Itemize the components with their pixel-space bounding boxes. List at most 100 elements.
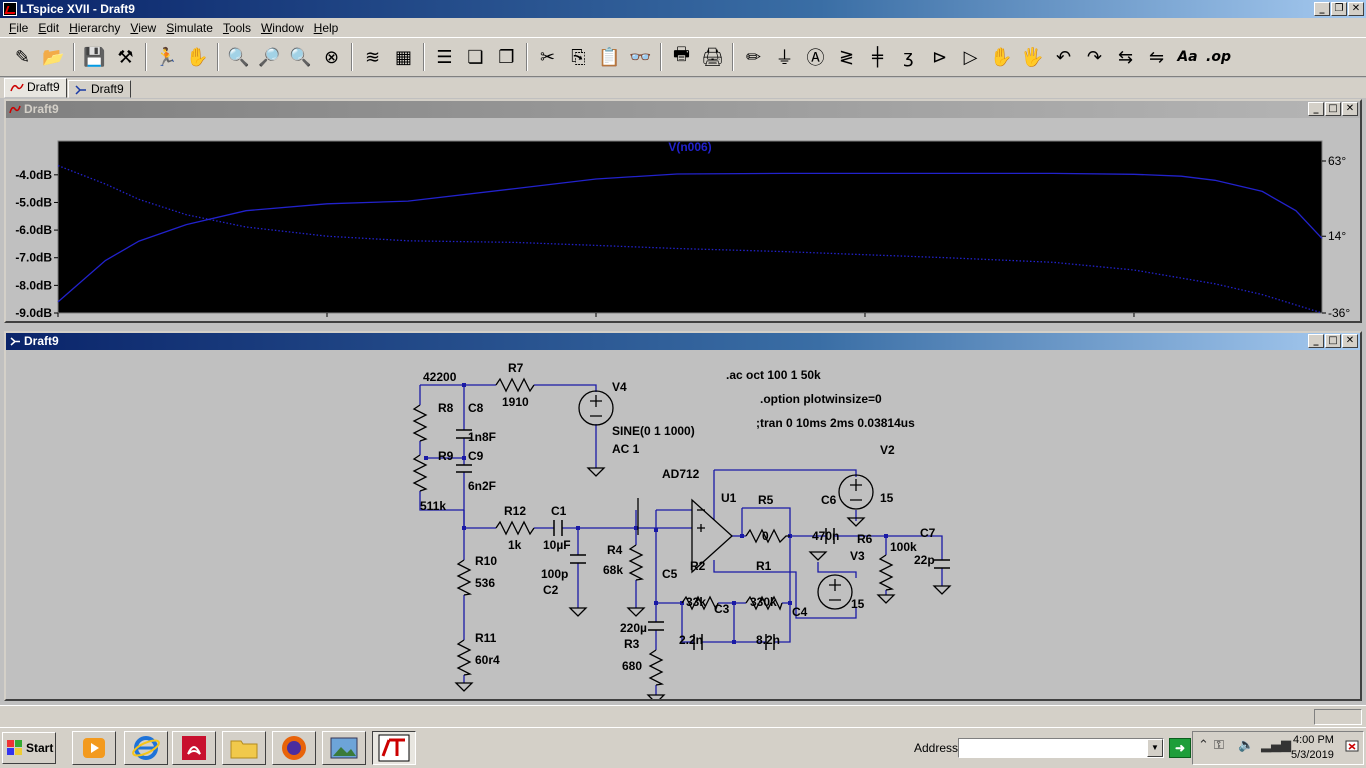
photo-viewer-icon[interactable] bbox=[322, 731, 366, 765]
volume-icon[interactable]: 🔈 bbox=[1238, 738, 1255, 753]
new-schematic-button[interactable]: ✎ bbox=[8, 42, 37, 72]
schematic-maximize-button[interactable]: □ bbox=[1325, 334, 1341, 348]
cut-button[interactable]: ✂ bbox=[533, 42, 562, 72]
menu-file[interactable]: File bbox=[9, 20, 29, 35]
inductor-button[interactable]: ʒ bbox=[894, 42, 923, 72]
y-left-tick-label: -6.0dB bbox=[15, 223, 52, 237]
toolbar-separator bbox=[73, 43, 75, 71]
y-right-tick-label: 14° bbox=[1328, 229, 1346, 243]
circuit-diagram[interactable]: 42200 R7 1910 V4 SINE(0 1 1000) AC 1 R8 … bbox=[6, 350, 1360, 704]
resistor-button[interactable]: ≷ bbox=[832, 42, 861, 72]
address-input[interactable]: ▼ bbox=[958, 738, 1164, 758]
plot-settings-icon: ▦ bbox=[394, 46, 412, 68]
lbl-v4-ac: AC 1 bbox=[612, 442, 640, 456]
lbl-c7-value: 22p bbox=[914, 553, 935, 567]
zoom-fit-button[interactable]: ⊗ bbox=[317, 42, 346, 72]
halt-button[interactable]: ✋ bbox=[183, 42, 212, 72]
clock-time[interactable]: 4:00 PM bbox=[1293, 734, 1334, 746]
clock-date[interactable]: 5/3/2019 bbox=[1291, 749, 1334, 761]
schematic-close-button[interactable]: ✕ bbox=[1342, 334, 1358, 348]
rotate-button[interactable]: ⇆ bbox=[1111, 42, 1140, 72]
bode-plot[interactable]: V(n006)1Hz10Hz100Hz1KHz10KHz-4.0dB-5.0dB… bbox=[6, 118, 1360, 321]
schematic-icon bbox=[10, 337, 20, 346]
ltspice-taskbar-icon[interactable] bbox=[372, 731, 416, 765]
menu-window[interactable]: Window bbox=[260, 20, 304, 35]
app-minimize-button[interactable]: _ bbox=[1314, 2, 1330, 16]
menu-edit[interactable]: Edit bbox=[38, 20, 60, 35]
menu-tools[interactable]: Tools bbox=[222, 20, 251, 35]
label-net-button[interactable]: Ⓐ bbox=[801, 42, 830, 72]
x-tick-label: 1Hz bbox=[55, 320, 76, 321]
drag-button[interactable]: 🖐 bbox=[1018, 42, 1047, 72]
ground-button[interactable]: ⏚ bbox=[770, 42, 799, 72]
label-net-icon: Ⓐ bbox=[806, 48, 825, 69]
capacitor-button[interactable]: ╪ bbox=[863, 42, 892, 72]
open-button[interactable]: 📂 bbox=[39, 42, 68, 72]
waveform-icon bbox=[10, 83, 24, 92]
tab-schematic-draft9[interactable]: Draft9 bbox=[68, 80, 131, 98]
menu-simulate[interactable]: Simulate bbox=[166, 20, 213, 35]
lbl-c9: C9 bbox=[468, 449, 484, 463]
cascade-button[interactable]: ❏ bbox=[461, 42, 490, 72]
zoom-out-button[interactable]: 🔍 bbox=[286, 42, 315, 72]
text-button[interactable]: Aa bbox=[1173, 42, 1202, 72]
schematic-minimize-button[interactable]: _ bbox=[1308, 334, 1324, 348]
move-button[interactable]: ✋ bbox=[987, 42, 1016, 72]
firefox-icon[interactable] bbox=[272, 731, 316, 765]
copy-button[interactable]: ⎘ bbox=[564, 42, 593, 72]
menu-hierarchy[interactable]: Hierarchy bbox=[69, 20, 121, 35]
tile-vertical-button[interactable]: ❐ bbox=[492, 42, 521, 72]
waveform-plot-area[interactable]: V(n006)1Hz10Hz100Hz1KHz10KHz-4.0dB-5.0dB… bbox=[6, 118, 1360, 321]
draw-wire-button[interactable]: ✏ bbox=[739, 42, 768, 72]
lbl-c2: C2 bbox=[543, 583, 559, 597]
tab-waveform-draft9[interactable]: Draft9 bbox=[4, 78, 67, 98]
trace-magnitude bbox=[57, 172, 1323, 303]
zoom-in-button[interactable]: 🔍 bbox=[224, 42, 253, 72]
lbl-r3: R3 bbox=[624, 637, 640, 651]
zoom-area-button[interactable]: 🔎 bbox=[255, 42, 284, 72]
toolbar-separator bbox=[423, 43, 425, 71]
app-restore-button[interactable]: ❐ bbox=[1331, 2, 1347, 16]
save-button[interactable]: 💾 bbox=[80, 42, 109, 72]
print-button[interactable]: 🖨 bbox=[698, 42, 727, 72]
autorange-button[interactable]: ≋ bbox=[358, 42, 387, 72]
drag-icon: 🖐 bbox=[1021, 46, 1044, 68]
schematic-canvas[interactable]: 42200 R7 1910 V4 SINE(0 1 1000) AC 1 R8 … bbox=[6, 350, 1360, 704]
spice-directive-button[interactable]: .op bbox=[1204, 42, 1233, 72]
waveform-minimize-button[interactable]: _ bbox=[1308, 102, 1324, 116]
media-player-icon[interactable] bbox=[72, 731, 116, 765]
start-button[interactable]: Start bbox=[2, 732, 56, 764]
waveform-maximize-button[interactable]: □ bbox=[1325, 102, 1341, 116]
plot-settings-button[interactable]: ▦ bbox=[389, 42, 418, 72]
notification-icon[interactable] bbox=[1345, 740, 1359, 754]
toolbar-separator bbox=[526, 43, 528, 71]
show-hidden-icons-icon[interactable]: ⌃ bbox=[1198, 738, 1209, 753]
print-setup-button[interactable]: 🖶 bbox=[667, 42, 696, 72]
move-icon: ✋ bbox=[990, 46, 1013, 68]
tile-horizontal-button[interactable]: ☰ bbox=[430, 42, 459, 72]
address-dropdown-button[interactable]: ▼ bbox=[1147, 739, 1163, 757]
address-go-button[interactable]: ➜ bbox=[1169, 738, 1191, 758]
lbl-v3: V3 bbox=[850, 549, 865, 563]
network-icon[interactable]: ▂▄▆ bbox=[1261, 738, 1291, 753]
component-button[interactable]: ▷ bbox=[956, 42, 985, 72]
app-close-button[interactable]: ✕ bbox=[1348, 2, 1364, 16]
diode-button[interactable]: ⊳ bbox=[925, 42, 954, 72]
mirror-button[interactable]: ⇋ bbox=[1142, 42, 1171, 72]
run-button[interactable]: 🏃 bbox=[152, 42, 181, 72]
find-button[interactable]: 👓 bbox=[626, 42, 655, 72]
lbl-r12-value: 1k bbox=[508, 538, 522, 552]
menu-view[interactable]: View bbox=[130, 20, 157, 35]
file-explorer-icon[interactable] bbox=[222, 731, 266, 765]
menu-help[interactable]: Help bbox=[313, 20, 339, 35]
y-left-tick-label: -8.0dB bbox=[15, 278, 52, 292]
voltage-sources bbox=[578, 390, 874, 610]
undo-button[interactable]: ↶ bbox=[1049, 42, 1078, 72]
usb-device-icon[interactable]: ⚿ bbox=[1214, 738, 1224, 753]
internet-explorer-icon[interactable] bbox=[124, 731, 168, 765]
control-panel-button[interactable]: ⚒ bbox=[111, 42, 140, 72]
waveform-close-button[interactable]: ✕ bbox=[1342, 102, 1358, 116]
redo-button[interactable]: ↷ bbox=[1080, 42, 1109, 72]
acrobat-reader-icon[interactable] bbox=[172, 731, 216, 765]
paste-button[interactable]: 📋 bbox=[595, 42, 624, 72]
